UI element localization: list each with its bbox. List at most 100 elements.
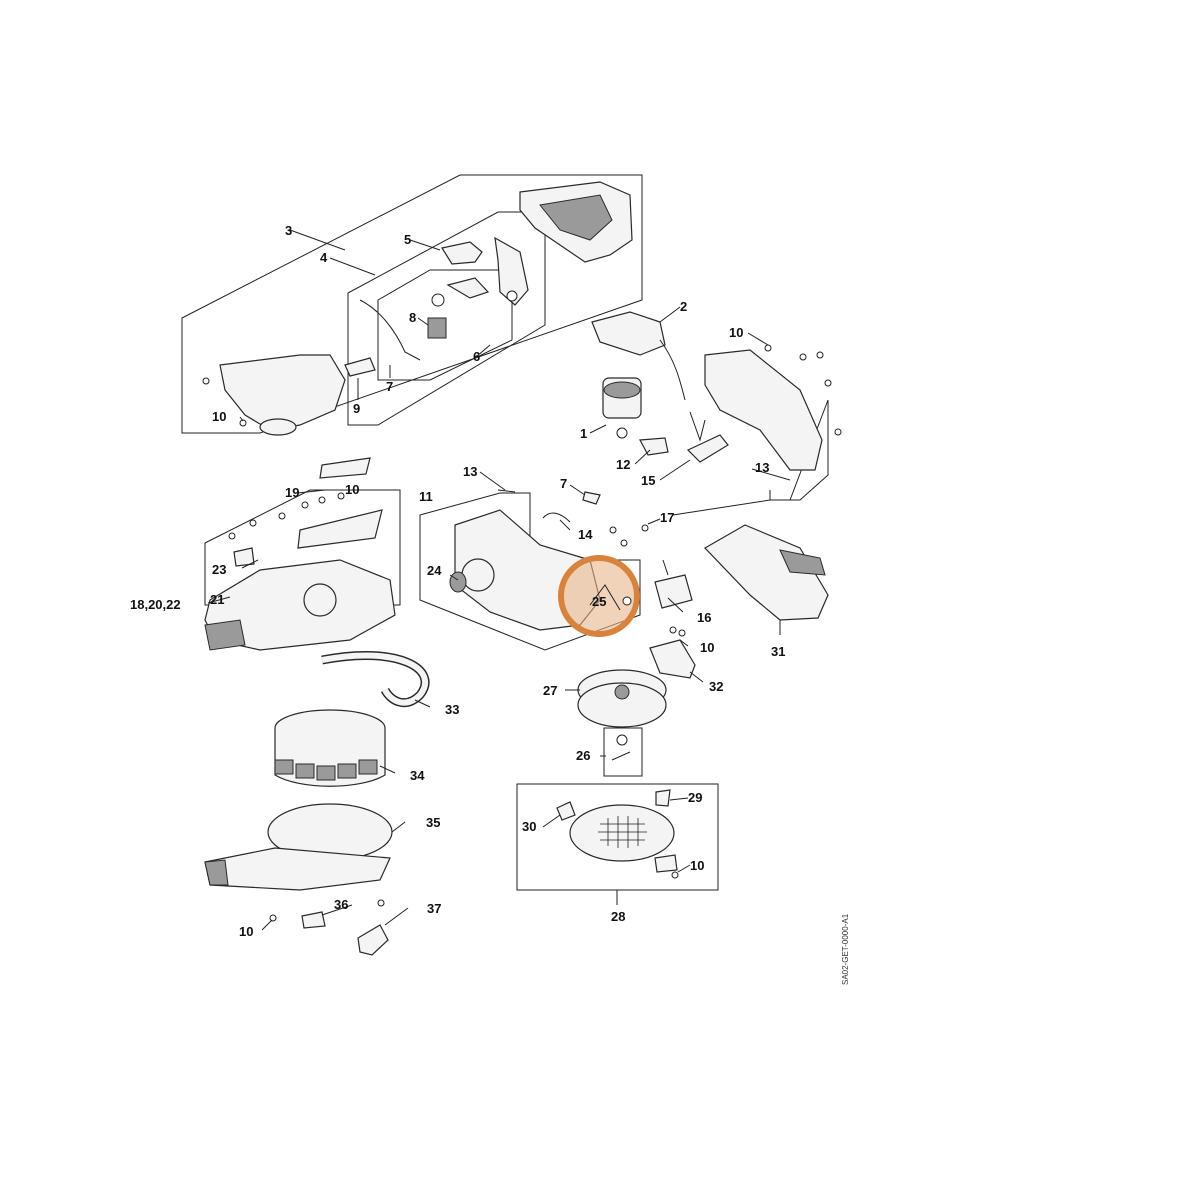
ring-seg-2 (295, 763, 315, 779)
spring-clip (689, 411, 706, 442)
guard-grid (598, 816, 647, 848)
kit-frame-4 (347, 211, 546, 426)
screw-19b (318, 496, 326, 504)
lower-outlet-end (204, 859, 229, 886)
cable-13 (497, 489, 516, 493)
trigger-5 (441, 241, 483, 265)
washer-12 (616, 427, 628, 439)
kit-frame-5 (377, 269, 513, 381)
screw-17b (641, 524, 649, 532)
screw-10-top (202, 377, 210, 385)
label-29: 29 (688, 790, 702, 805)
bracket-32 (649, 639, 696, 679)
label-36: 36 (334, 897, 348, 912)
screw-10-r4 (824, 379, 832, 387)
clip-37 (357, 924, 389, 956)
hose-33-inner (321, 652, 429, 706)
label-7-top: 7 (386, 379, 393, 394)
motor-assembly (591, 311, 729, 463)
label-3: 3 (285, 223, 292, 238)
screw-37 (377, 899, 385, 907)
label-26: 26 (576, 748, 590, 763)
label-7-mid: 7 (560, 476, 567, 491)
label-8: 8 (409, 310, 416, 325)
label-5: 5 (404, 232, 411, 247)
middle-housing (419, 489, 693, 651)
label-30: 30 (522, 819, 536, 834)
clip-7 (582, 491, 601, 505)
latch (654, 854, 678, 873)
filter-ring-34 (274, 709, 386, 787)
kit-frame-26 (603, 727, 643, 777)
ring-seg-5 (358, 759, 378, 775)
label-10-e: 10 (239, 924, 253, 939)
label-16: 16 (697, 610, 711, 625)
screw-19f (228, 532, 236, 540)
kit-frame-11 (419, 492, 641, 651)
screw-10-r3 (816, 351, 824, 359)
connector-15 (686, 434, 729, 463)
screw-10-32a (669, 626, 677, 634)
label-19 (319, 457, 371, 479)
label-10-a: 10 (212, 409, 226, 424)
bracket-12 (639, 437, 669, 456)
screw-10-r1 (764, 344, 772, 352)
spring (431, 293, 445, 307)
ring-seg-3 (316, 765, 336, 781)
rear-handle-grip (539, 194, 613, 241)
fan-base (577, 682, 667, 728)
kit-frame-18 (204, 489, 401, 606)
label-1: 1 (580, 426, 587, 441)
strap-14 (542, 512, 571, 523)
screw-10-r5 (834, 428, 842, 436)
label-18-20-22: 18,20,22 (130, 597, 181, 612)
switch-8 (427, 317, 447, 339)
label-21: 21 (210, 592, 224, 607)
spring-2 (506, 290, 518, 302)
trigger-lever (494, 236, 529, 306)
part-25-screw (622, 596, 632, 606)
right-housing (672, 344, 842, 516)
label-9: 9 (353, 401, 360, 416)
label-33: 33 (445, 702, 459, 717)
part-labels: 3 4 5 6 7 8 9 10 2 10 1 12 15 13 13 7 11… (130, 223, 785, 939)
screw-19d (249, 519, 257, 527)
spiral-housing (204, 457, 401, 651)
screw-10-r2 (799, 353, 807, 361)
nut-26 (616, 734, 628, 746)
fan-hub (614, 684, 630, 700)
motor-cover (461, 558, 495, 592)
label-23: 23 (212, 562, 226, 577)
cable-2 (659, 339, 686, 401)
switch-16 (654, 574, 693, 609)
cover-31-stripe (779, 549, 826, 576)
label-27: 27 (543, 683, 557, 698)
motor-coil (603, 381, 641, 399)
handle-housing-left (219, 354, 346, 431)
outlet-tube (204, 619, 246, 651)
label-13-b: 13 (755, 460, 769, 475)
reference-code: SA02-GET-0000-A1 (841, 913, 850, 985)
label-19: 19 (285, 485, 299, 500)
sticker-23 (233, 547, 255, 567)
label-10-b: 10 (729, 325, 743, 340)
housing-half-right (704, 349, 823, 471)
label-28: 28 (611, 909, 625, 924)
lower-housing-35 (204, 803, 393, 891)
screw-10-32b (678, 629, 686, 637)
part-25-detail (589, 584, 621, 611)
lock-lever (446, 277, 490, 299)
guard-ring (569, 804, 675, 862)
cover-strip (297, 509, 383, 549)
label-34: 34 (410, 768, 425, 783)
label-4: 4 (320, 250, 328, 265)
cover-31 (704, 524, 829, 621)
ring-seg-1 (274, 759, 294, 775)
spring-30 (556, 801, 576, 821)
highlight-circle-25 (558, 555, 640, 637)
screw-19a (301, 501, 309, 509)
label-15: 15 (641, 473, 655, 488)
screw-17a (620, 539, 628, 547)
screw-19e (278, 512, 286, 520)
